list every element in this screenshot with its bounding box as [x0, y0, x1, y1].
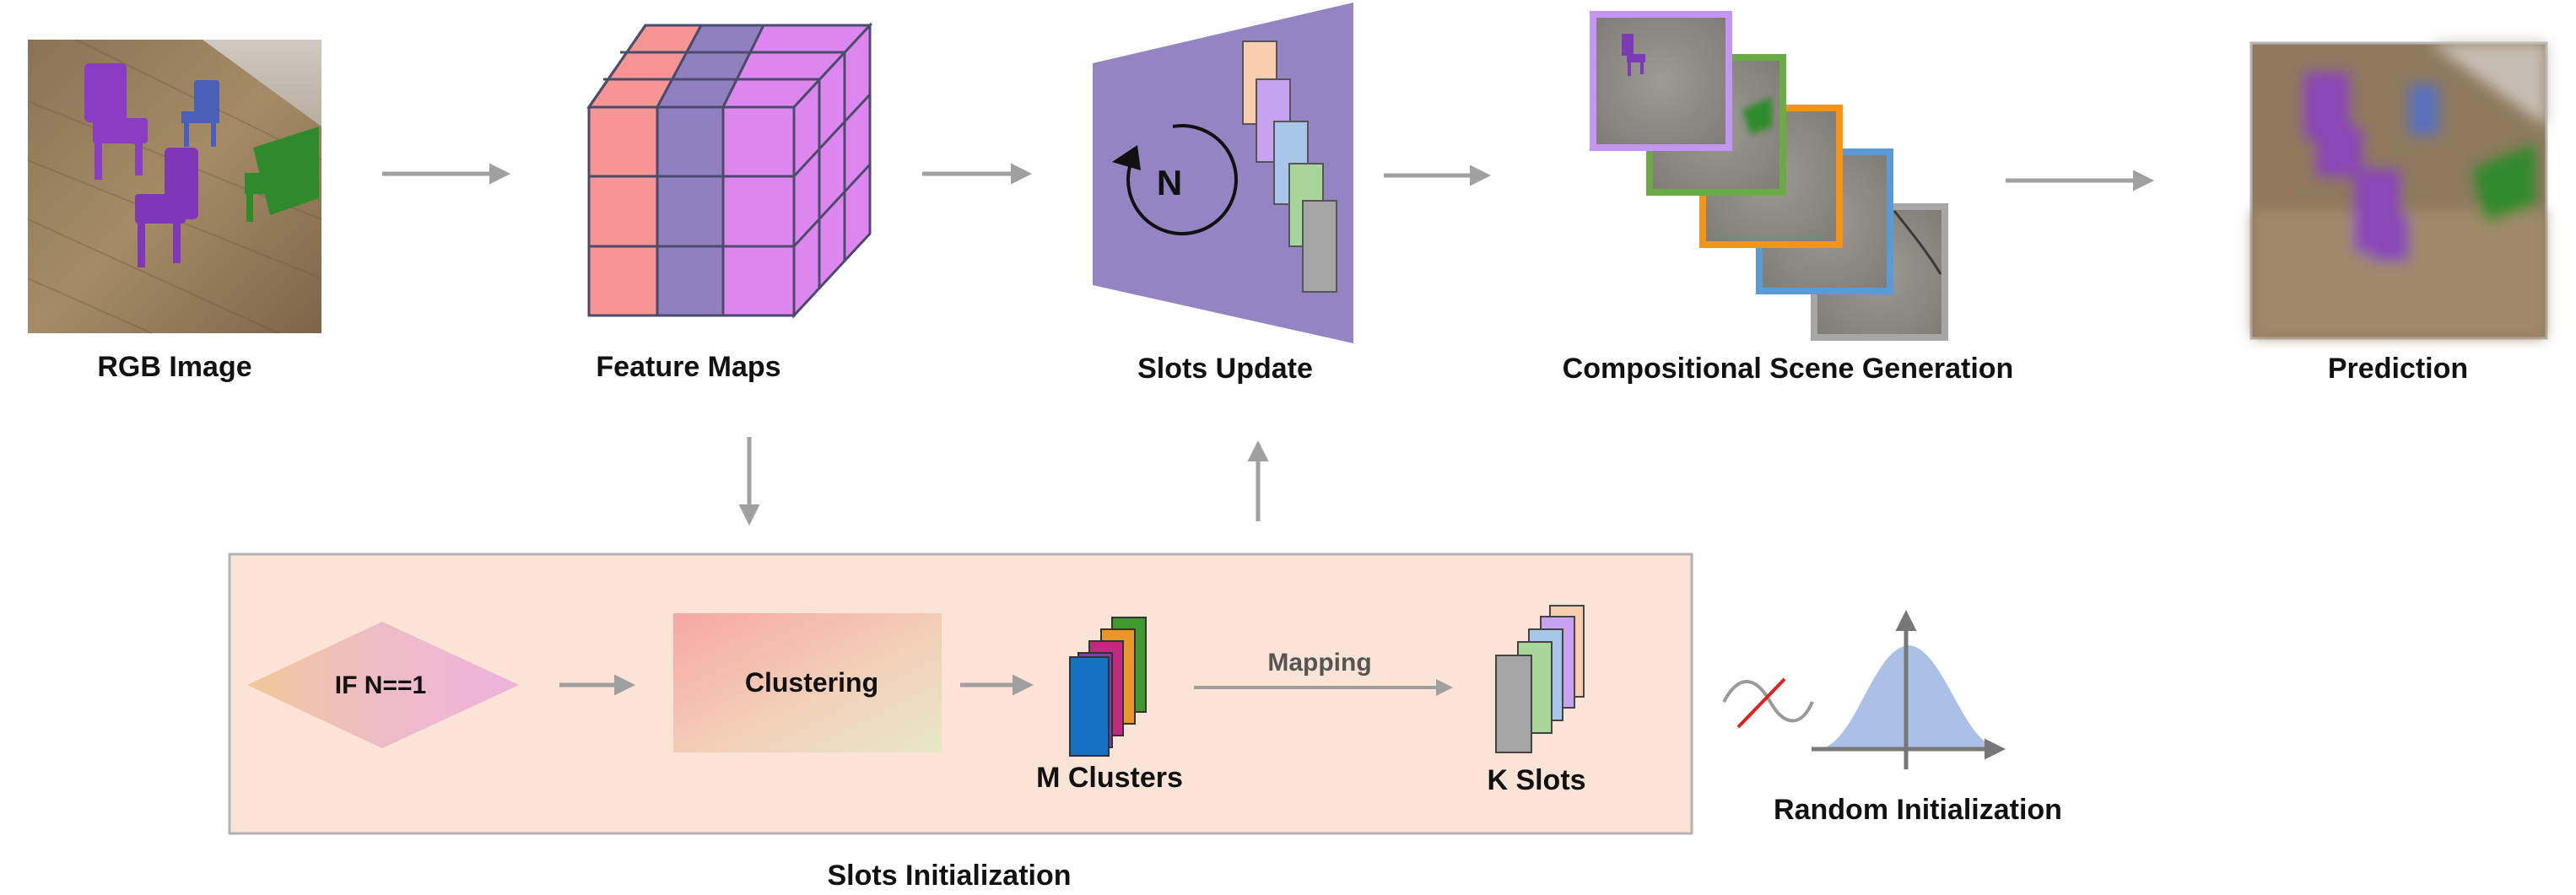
condition-label: IF N==1 — [335, 671, 426, 699]
green-chair — [245, 127, 319, 222]
slots-update-label: Slots Update — [1137, 353, 1313, 385]
scene-generation-frames — [1590, 11, 1948, 341]
feature-maps-cube — [586, 22, 873, 319]
random-initialization-label: Random Initialization — [1774, 794, 2062, 826]
rgb-image — [27, 39, 322, 334]
prediction-label: Prediction — [2328, 353, 2468, 385]
mapping-label: Mapping — [1267, 649, 1371, 677]
gaussian-distribution-icon — [1812, 610, 2006, 769]
frame-purple — [1590, 11, 1732, 151]
rotate-icon — [1112, 124, 1239, 236]
not-equivalent-icon — [1722, 677, 1814, 729]
scene-generation-label: Compositional Scene Generation — [1563, 353, 2014, 385]
purple-chair-2 — [135, 148, 198, 267]
clustering-box — [673, 613, 942, 752]
k-slots-label: K Slots — [1487, 764, 1585, 796]
slots-update-count-symbol: N — [1157, 163, 1182, 202]
slots-initialization-label: Slots Initialization — [827, 860, 1071, 892]
clustering-label: Clustering — [745, 667, 878, 698]
k-slots-stack — [1495, 605, 1585, 753]
m-clusters-label: M Clusters — [1036, 762, 1183, 794]
prediction-image — [2249, 41, 2548, 340]
slots-update-panel — [1093, 3, 1353, 343]
purple-chair-1 — [84, 63, 148, 180]
m-clusters-stack — [1069, 617, 1147, 757]
feature-maps-label: Feature Maps — [596, 351, 780, 383]
rgb-image-label: RGB Image — [97, 351, 251, 383]
condition-diamond — [247, 622, 519, 748]
blue-chair — [181, 80, 219, 147]
